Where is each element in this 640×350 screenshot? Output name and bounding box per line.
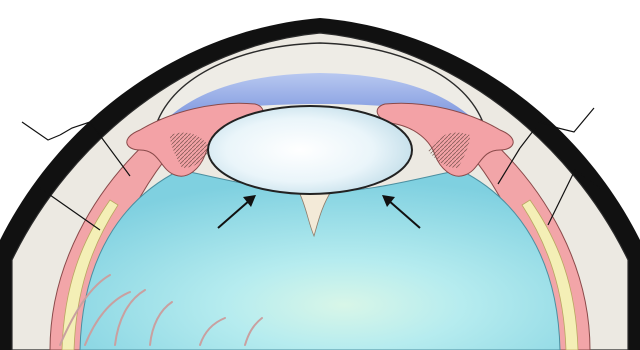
lens — [208, 106, 412, 194]
